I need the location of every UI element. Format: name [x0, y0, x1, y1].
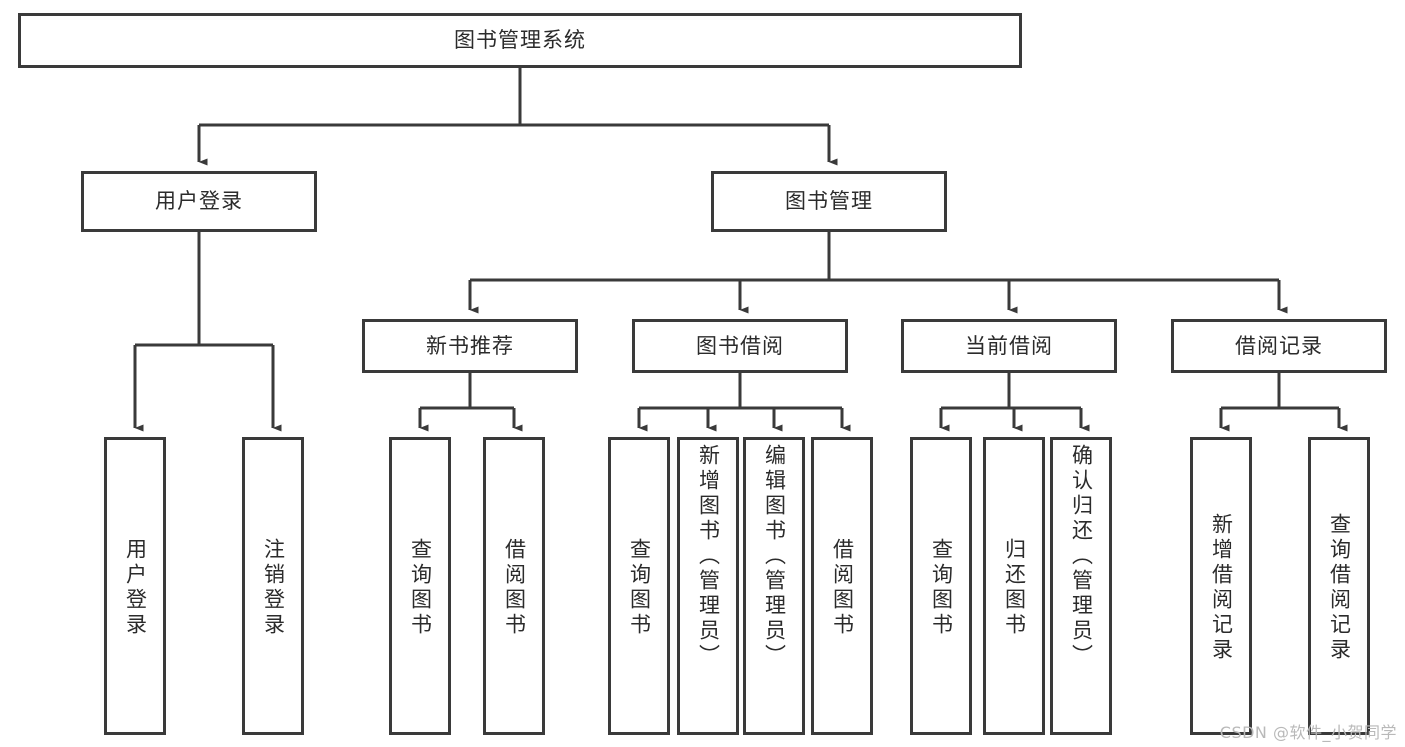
node-leaf-add-borrow-record[interactable]: 新增借阅记录	[1190, 437, 1252, 735]
node-leaf-add-book-admin-label: 新增图书（管理员）	[696, 444, 721, 669]
node-new-book-recommend[interactable]: 新书推荐	[362, 319, 578, 373]
node-leaf-borrow-book-rec-label: 借阅图书	[502, 538, 527, 638]
node-current-borrow-label: 当前借阅	[965, 333, 1053, 358]
node-book-borrow[interactable]: 图书借阅	[632, 319, 848, 373]
node-leaf-query-book-borrow-label: 查询图书	[627, 538, 652, 638]
node-leaf-confirm-return-admin-label: 确认归还（管理员）	[1069, 444, 1094, 669]
node-leaf-borrow-book[interactable]: 借阅图书	[811, 437, 873, 735]
node-book-manage[interactable]: 图书管理	[711, 171, 947, 232]
node-leaf-query-borrow-record-label: 查询借阅记录	[1327, 513, 1352, 663]
node-leaf-add-book-admin[interactable]: 新增图书（管理员）	[677, 437, 739, 735]
node-leaf-user-login[interactable]: 用户登录	[104, 437, 166, 735]
node-leaf-return-book[interactable]: 归还图书	[983, 437, 1045, 735]
node-book-manage-label: 图书管理	[785, 189, 873, 214]
node-leaf-logout[interactable]: 注销登录	[242, 437, 304, 735]
node-leaf-logout-label: 注销登录	[261, 538, 286, 638]
node-root-label: 图书管理系统	[454, 28, 586, 53]
node-current-borrow[interactable]: 当前借阅	[901, 319, 1117, 373]
node-user-login-label: 用户登录	[155, 189, 243, 214]
node-leaf-user-login-label: 用户登录	[123, 538, 148, 638]
node-leaf-return-book-label: 归还图书	[1002, 538, 1027, 638]
node-leaf-query-book-current-label: 查询图书	[929, 538, 954, 638]
node-leaf-query-book-rec-label: 查询图书	[408, 538, 433, 638]
node-leaf-query-book-current[interactable]: 查询图书	[910, 437, 972, 735]
node-leaf-query-book-rec[interactable]: 查询图书	[389, 437, 451, 735]
node-leaf-query-borrow-record[interactable]: 查询借阅记录	[1308, 437, 1370, 735]
node-leaf-borrow-book-rec[interactable]: 借阅图书	[483, 437, 545, 735]
node-leaf-edit-book-admin[interactable]: 编辑图书（管理员）	[743, 437, 805, 735]
node-user-login[interactable]: 用户登录	[81, 171, 317, 232]
node-borrow-record[interactable]: 借阅记录	[1171, 319, 1387, 373]
node-leaf-query-book-borrow[interactable]: 查询图书	[608, 437, 670, 735]
node-new-book-recommend-label: 新书推荐	[426, 333, 514, 358]
watermark-text: CSDN @软件_小贺同学	[1219, 723, 1397, 742]
node-book-borrow-label: 图书借阅	[696, 333, 784, 358]
node-leaf-confirm-return-admin[interactable]: 确认归还（管理员）	[1050, 437, 1112, 735]
node-leaf-borrow-book-label: 借阅图书	[830, 538, 855, 638]
node-leaf-edit-book-admin-label: 编辑图书（管理员）	[762, 444, 787, 669]
node-borrow-record-label: 借阅记录	[1235, 333, 1323, 358]
node-root[interactable]: 图书管理系统	[18, 13, 1022, 68]
node-leaf-add-borrow-record-label: 新增借阅记录	[1209, 513, 1234, 663]
